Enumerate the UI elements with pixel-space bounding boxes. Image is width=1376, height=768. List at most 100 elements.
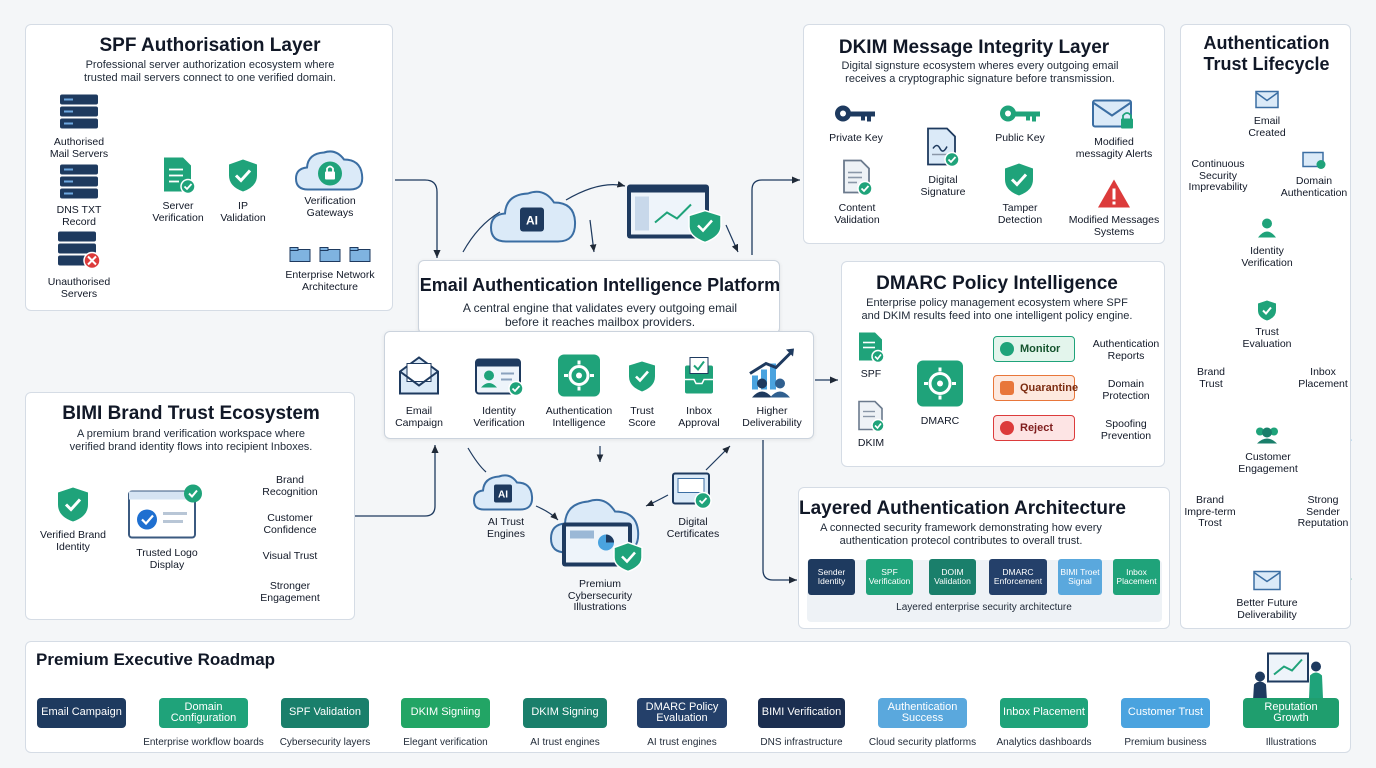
- dmarc-engine-label: DMARC: [920, 415, 960, 427]
- browser-window-icon: [127, 484, 207, 545]
- dkim-title: DKIM Message Integrity Layer: [838, 37, 1110, 58]
- info-icon: [1000, 342, 1014, 356]
- brand-long-term-label: Brand Impre-term Trost: [1184, 494, 1236, 529]
- layer-sender-identity: Sender Identity: [808, 559, 855, 595]
- customer-confidence-label: Customer Confidence: [263, 512, 317, 536]
- stronger-engagement-label: Stronger Engagement: [260, 580, 320, 604]
- lifecycle-title: Authentication Trust Lifecycle: [1203, 33, 1330, 74]
- step-intelligence-label: Authentication Intelligence: [545, 405, 613, 429]
- roadmap-step-caption: Illustrations: [1265, 737, 1317, 748]
- inbox-approval-icon: [682, 356, 716, 401]
- roadmap-step-caption: Elegant verification: [403, 737, 488, 748]
- spf-subtitle: Professional server authorization ecosys…: [84, 59, 336, 84]
- dns-server-icon: [58, 164, 100, 207]
- platform-title: Email Authentication Intelligence Platfo…: [419, 275, 781, 295]
- roadmap-step-caption: AI trust engines: [530, 737, 600, 748]
- roadmap-step-caption: DNS infrastructure: [760, 737, 843, 748]
- roadmap-step-caption: Analytics dashboards: [996, 737, 1092, 748]
- cloud-laptop-icon: [548, 493, 648, 578]
- quarantine-policy-pill: Quarantine: [993, 375, 1079, 401]
- trusted-logo-label: Trusted Logo Display: [136, 547, 198, 571]
- key-icon: [833, 103, 877, 130]
- reject-policy-pill: Reject: [993, 415, 1075, 441]
- document-check-icon: [856, 400, 886, 439]
- ai-cloud-icon: AI: [488, 184, 578, 253]
- shield-check-icon: [227, 158, 259, 199]
- customer-engagement-label: Customer Engagement: [1238, 451, 1298, 475]
- roadmap-panel: Premium Executive Roadmap: [25, 641, 1351, 753]
- certificate-icon: [671, 470, 715, 517]
- dkim-subtitle: Digital signsture ecosystem wheres every…: [841, 60, 1119, 85]
- server-stack-icon: [58, 94, 100, 137]
- better-deliverability-label: Better Future Deliverability: [1236, 597, 1298, 621]
- auth-reports-label: Authentication Reports: [1092, 338, 1160, 362]
- tamper-detection-label: Tamper Detection: [997, 202, 1043, 226]
- domain-protection-label: Domain Protection: [1102, 378, 1150, 402]
- signed-document-icon: [925, 127, 961, 174]
- roadmap-step-caption: Enterprise workflow boards: [143, 737, 264, 748]
- monitor-policy-pill: Monitor: [993, 336, 1075, 362]
- dmarc-subtitle: Enterprise policy management ecosystem w…: [861, 297, 1133, 322]
- platform-subtitle: A central engine that validates every ou…: [462, 301, 738, 329]
- lifecycle-panel: Authentication Trust Lifecycle: [1180, 24, 1351, 629]
- step-identity-label: Identity Verification: [473, 405, 525, 429]
- inbox-placement-label: Inbox Placement: [1298, 366, 1348, 390]
- platform-title-card: Email Authentication Intelligence Platfo…: [418, 260, 780, 334]
- verification-gateways-label: Verification Gateways: [304, 195, 356, 219]
- layer-bimi: BIMI Troet Signal: [1058, 559, 1102, 595]
- visual-trust-label: Visual Trust: [262, 550, 318, 562]
- gear-chip-icon: [915, 359, 965, 414]
- roadmap-step-caption: Cybersecurity layers: [279, 737, 371, 748]
- roadmap-step: DKIM Signing: [523, 698, 607, 728]
- warning-triangle-icon: [1096, 178, 1132, 215]
- unauthorised-server-icon: [56, 231, 102, 276]
- shield-check-icon: [1003, 162, 1035, 203]
- layer-inbox: Inbox Placement: [1113, 559, 1160, 595]
- roadmap-step: Authentication Success: [878, 698, 967, 728]
- ai-cloud-icon: AI: [472, 470, 534, 519]
- layered-title: Layered Authentication Architecture: [799, 498, 1126, 519]
- layer-spf: SPF Verification: [866, 559, 913, 595]
- roadmap-step: BIMI Verification: [758, 698, 845, 728]
- server-verification-label: Server Verification: [152, 200, 204, 224]
- spoofing-prevention-label: Spoofing Prevention: [1100, 418, 1152, 442]
- quarantine-label: Quarantine: [1020, 382, 1079, 394]
- layered-caption: Layered enterprise security architecture: [896, 602, 1072, 613]
- envelope-open-icon: [398, 356, 440, 401]
- reject-label: Reject: [1020, 422, 1054, 434]
- dns-txt-label: DNS TXT Record: [56, 204, 102, 228]
- ai-trust-engines-label: AI Trust Engines: [487, 516, 525, 540]
- digital-certificates-label: Digital Certificates: [666, 516, 720, 540]
- roadmap-title: Premium Executive Roadmap: [36, 650, 276, 669]
- dmarc-spf-label: SPF: [860, 368, 882, 380]
- roadmap-step-caption: AI trust engines: [647, 737, 717, 748]
- roadmap-step: DMARC Policy Evaluation: [637, 698, 727, 728]
- premium-illustrations-label: Premium Cybersecurity Illustrations: [567, 578, 633, 613]
- bimi-title: BIMI Brand Trust Ecosystem: [62, 403, 320, 424]
- dmarc-title: DMARC Policy Intelligence: [876, 273, 1118, 294]
- modified-systems-label: Modified Messages Systems: [1068, 214, 1160, 238]
- monitor-label: Monitor: [1020, 343, 1061, 355]
- roadmap-step: Domain Configuration: [159, 698, 248, 728]
- roadmap-step: SPF Validation: [281, 698, 369, 728]
- digital-signature-label: Digital Signature: [920, 174, 966, 198]
- roadmap-step-caption: Premium business: [1124, 737, 1207, 748]
- layered-subtitle: A connected security framework demonstra…: [820, 522, 1102, 547]
- envelope-check-icon: [1302, 151, 1326, 175]
- step-email-campaign-label: Email Campaign: [395, 405, 443, 429]
- authorised-servers-label: Authorised Mail Servers: [49, 136, 109, 160]
- document-check-icon: [161, 156, 196, 201]
- close-icon: [1000, 421, 1014, 435]
- trust-evaluation-label: Trust Evaluation: [1242, 326, 1292, 350]
- brand-trust-label: Brand Trust: [1196, 366, 1226, 390]
- dashboard-monitor-icon: [625, 183, 725, 250]
- document-check-icon: [841, 159, 873, 202]
- svg-text:AI: AI: [526, 214, 538, 228]
- strong-reputation-label: Strong Sender Reputation: [1297, 494, 1349, 529]
- gear-chip-icon: [556, 353, 602, 404]
- shield-check-icon: [56, 486, 90, 529]
- ip-validation-label: IP Validation: [220, 200, 266, 224]
- domain-auth-label: Domain Authentication: [1280, 175, 1348, 199]
- identity-verification-label: Identity Verification: [1241, 245, 1293, 269]
